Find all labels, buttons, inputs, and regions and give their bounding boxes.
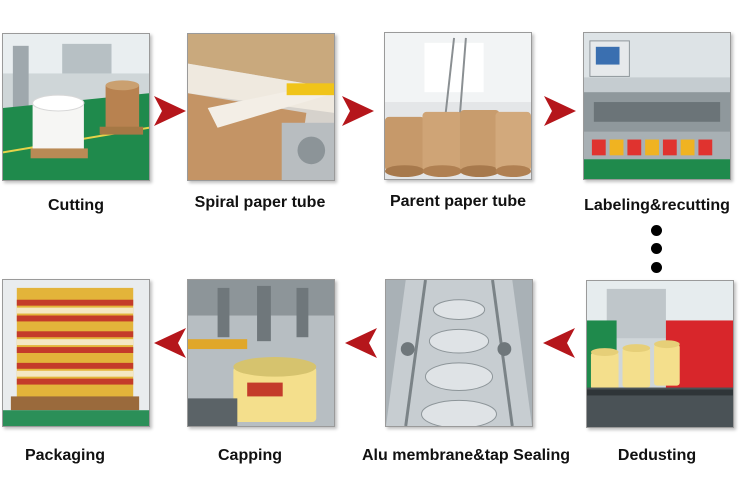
- alu-membrane-sealing-photo: [385, 279, 533, 427]
- step-label-parent-paper-tube: Parent paper tube: [389, 193, 527, 210]
- flow-arrow-right-icon: [152, 93, 188, 129]
- labeling-recutting-photo: [583, 32, 731, 180]
- step-label-spiral-paper-tube: Spiral paper tube: [194, 194, 326, 211]
- continuation-dot: [651, 243, 662, 254]
- flow-arrow-left-icon: [541, 325, 577, 361]
- dedusting-photo: [586, 280, 734, 428]
- step-label-cutting: Cutting: [48, 197, 104, 214]
- step-label-labeling-recutting: Labeling&recutting: [584, 197, 730, 214]
- packaging-photo: [2, 279, 150, 427]
- spiral-paper-tube-photo: [187, 33, 335, 181]
- step-label-alu-membrane-sealing: Alu membrane&tap Sealing: [362, 447, 571, 464]
- step-label-dedusting: Dedusting: [617, 447, 697, 464]
- step-label-packaging: Packaging: [24, 447, 106, 464]
- flow-arrow-right-icon: [542, 93, 578, 129]
- flow-arrow-right-icon: [340, 93, 376, 129]
- continuation-dot: [651, 262, 662, 273]
- flow-arrow-left-icon: [343, 325, 379, 361]
- capping-photo: [187, 279, 335, 427]
- continuation-dot: [651, 225, 662, 236]
- step-label-capping: Capping: [218, 447, 282, 464]
- parent-paper-tube-photo: [384, 32, 532, 180]
- cutting-photo: [2, 33, 150, 181]
- flow-arrow-left-icon: [152, 325, 188, 361]
